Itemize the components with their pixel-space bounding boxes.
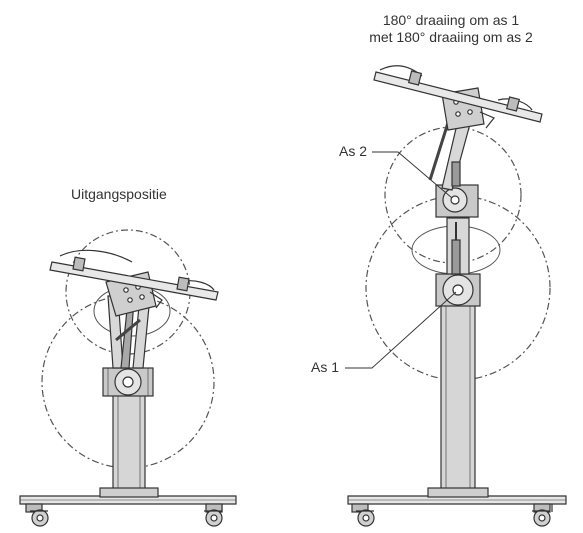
- axis-leaders: [345, 151, 457, 369]
- right-column: [440, 302, 476, 497]
- right-wheel-left: [351, 503, 375, 527]
- axis1-label: As 1: [311, 359, 340, 375]
- axis1-leader: [345, 291, 457, 369]
- left-title: Uitgangspositie: [71, 186, 167, 202]
- left-assembly: [19, 229, 237, 527]
- left-handlebar: [49, 249, 219, 301]
- right-rotation-circle-large: [365, 195, 551, 381]
- left-lower-joint: [102, 367, 154, 397]
- right-middle-link: [446, 217, 470, 275]
- right-title-line1: 180° draaiing om as 1: [382, 12, 520, 28]
- right-base: [347, 487, 567, 512]
- left-base: [19, 487, 237, 512]
- left-rotation-circle-large: [41, 295, 215, 469]
- axis2-label: As 2: [339, 143, 368, 159]
- right-wheel-right: [532, 503, 551, 527]
- right-title-line2: met 180° draaiing om as 2: [369, 29, 533, 45]
- right-handlebar: [373, 65, 543, 123]
- right-assembly: [347, 65, 567, 527]
- axis2-leader: [372, 151, 453, 199]
- left-wheel-left: [25, 503, 49, 527]
- right-title: 180° draaiing om as 1 met 180° draaiing …: [333, 12, 569, 46]
- left-column: [112, 392, 146, 496]
- left-wheel-right: [204, 503, 223, 527]
- right-lower-joint: [435, 273, 481, 307]
